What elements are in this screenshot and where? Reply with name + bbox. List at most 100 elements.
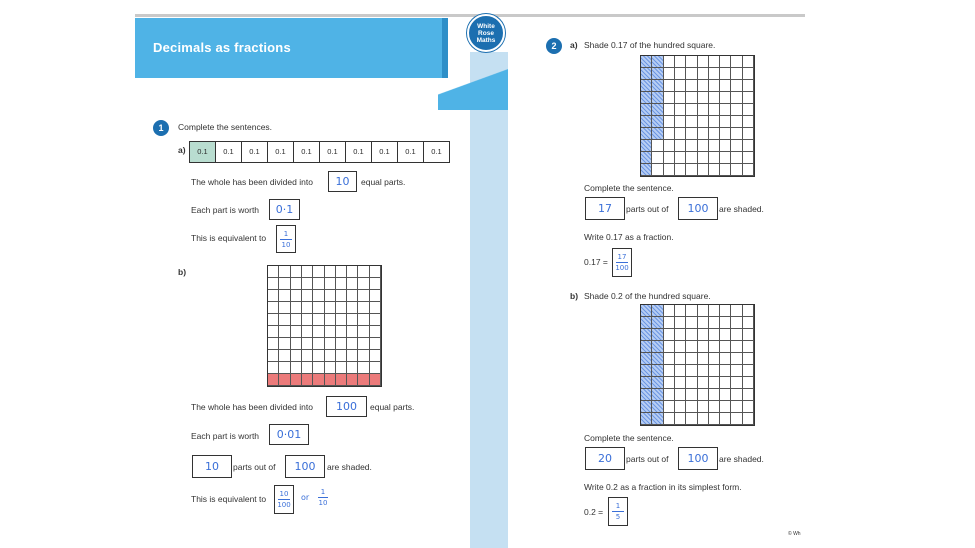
grid-cell[interactable] bbox=[731, 341, 743, 353]
grid-cell[interactable] bbox=[742, 389, 754, 401]
grid-cell[interactable] bbox=[686, 401, 698, 413]
grid-cell[interactable] bbox=[697, 305, 709, 317]
grid-cell[interactable] bbox=[720, 377, 732, 389]
q1a-parts-answer[interactable]: 10 bbox=[328, 171, 357, 192]
grid-cell[interactable] bbox=[686, 377, 698, 389]
grid-cell[interactable] bbox=[663, 68, 675, 80]
grid-cell[interactable] bbox=[641, 56, 653, 68]
grid-cell[interactable] bbox=[697, 413, 709, 425]
grid-cell[interactable] bbox=[720, 353, 732, 365]
grid-cell[interactable] bbox=[697, 80, 709, 92]
grid-cell[interactable] bbox=[731, 92, 743, 104]
grid-cell[interactable] bbox=[686, 104, 698, 116]
grid-cell[interactable] bbox=[663, 353, 675, 365]
grid-cell[interactable] bbox=[686, 68, 698, 80]
grid-cell[interactable] bbox=[731, 56, 743, 68]
grid-cell[interactable] bbox=[674, 128, 687, 140]
grid-cell[interactable] bbox=[652, 329, 664, 341]
grid-cell[interactable] bbox=[742, 305, 754, 317]
q2b-shaded-answer[interactable]: 20 bbox=[585, 447, 625, 470]
grid-cell[interactable] bbox=[663, 92, 675, 104]
grid-cell[interactable] bbox=[663, 152, 675, 164]
grid-cell[interactable] bbox=[674, 341, 687, 353]
q2a-hundred-square[interactable] bbox=[640, 55, 755, 177]
grid-cell[interactable] bbox=[697, 92, 709, 104]
grid-cell[interactable] bbox=[674, 140, 687, 152]
grid-cell[interactable] bbox=[697, 56, 709, 68]
grid-cell[interactable] bbox=[641, 152, 653, 164]
grid-cell[interactable] bbox=[742, 365, 754, 377]
grid-cell[interactable] bbox=[697, 128, 709, 140]
grid-cell[interactable] bbox=[686, 353, 698, 365]
q2b-hundred-square[interactable] bbox=[640, 304, 755, 426]
grid-cell[interactable] bbox=[674, 104, 687, 116]
grid-cell[interactable] bbox=[641, 80, 653, 92]
grid-cell[interactable] bbox=[674, 365, 687, 377]
grid-cell[interactable] bbox=[663, 56, 675, 68]
grid-cell[interactable] bbox=[720, 92, 732, 104]
grid-cell[interactable] bbox=[742, 329, 754, 341]
grid-cell[interactable] bbox=[697, 104, 709, 116]
grid-cell[interactable] bbox=[674, 56, 687, 68]
q2b-total-answer[interactable]: 100 bbox=[678, 447, 718, 470]
grid-cell[interactable] bbox=[641, 128, 653, 140]
grid-cell[interactable] bbox=[720, 140, 732, 152]
grid-cell[interactable] bbox=[641, 377, 653, 389]
grid-cell[interactable] bbox=[686, 92, 698, 104]
grid-cell[interactable] bbox=[663, 164, 675, 176]
grid-cell[interactable] bbox=[641, 329, 653, 341]
grid-cell[interactable] bbox=[652, 341, 664, 353]
grid-cell[interactable] bbox=[641, 353, 653, 365]
grid-cell[interactable] bbox=[742, 341, 754, 353]
grid-cell[interactable] bbox=[708, 365, 721, 377]
grid-cell[interactable] bbox=[652, 68, 664, 80]
grid-cell[interactable] bbox=[663, 389, 675, 401]
grid-cell[interactable] bbox=[708, 353, 721, 365]
grid-cell[interactable] bbox=[697, 353, 709, 365]
grid-cell[interactable] bbox=[652, 317, 664, 329]
grid-cell[interactable] bbox=[652, 116, 664, 128]
grid-cell[interactable] bbox=[686, 413, 698, 425]
grid-cell[interactable] bbox=[697, 341, 709, 353]
grid-cell[interactable] bbox=[697, 329, 709, 341]
grid-cell[interactable] bbox=[731, 329, 743, 341]
grid-cell[interactable] bbox=[731, 104, 743, 116]
grid-cell[interactable] bbox=[674, 317, 687, 329]
grid-cell[interactable] bbox=[663, 341, 675, 353]
grid-cell[interactable] bbox=[720, 365, 732, 377]
grid-cell[interactable] bbox=[663, 128, 675, 140]
grid-cell[interactable] bbox=[697, 377, 709, 389]
grid-cell[interactable] bbox=[742, 140, 754, 152]
grid-cell[interactable] bbox=[652, 365, 664, 377]
grid-cell[interactable] bbox=[708, 305, 721, 317]
grid-cell[interactable] bbox=[731, 140, 743, 152]
grid-cell[interactable] bbox=[731, 128, 743, 140]
grid-cell[interactable] bbox=[731, 305, 743, 317]
grid-cell[interactable] bbox=[731, 317, 743, 329]
grid-cell[interactable] bbox=[742, 401, 754, 413]
grid-cell[interactable] bbox=[663, 80, 675, 92]
grid-cell[interactable] bbox=[686, 317, 698, 329]
grid-cell[interactable] bbox=[686, 140, 698, 152]
grid-cell[interactable] bbox=[742, 68, 754, 80]
grid-cell[interactable] bbox=[686, 389, 698, 401]
grid-cell[interactable] bbox=[708, 377, 721, 389]
grid-cell[interactable] bbox=[674, 305, 687, 317]
grid-cell[interactable] bbox=[708, 401, 721, 413]
grid-cell[interactable] bbox=[731, 68, 743, 80]
grid-cell[interactable] bbox=[641, 401, 653, 413]
grid-cell[interactable] bbox=[663, 140, 675, 152]
grid-cell[interactable] bbox=[720, 152, 732, 164]
grid-cell[interactable] bbox=[720, 341, 732, 353]
grid-cell[interactable] bbox=[697, 68, 709, 80]
grid-cell[interactable] bbox=[674, 80, 687, 92]
grid-cell[interactable] bbox=[708, 104, 721, 116]
grid-cell[interactable] bbox=[742, 353, 754, 365]
grid-cell[interactable] bbox=[731, 377, 743, 389]
q1b-total-answer[interactable]: 100 bbox=[285, 455, 325, 478]
grid-cell[interactable] bbox=[742, 413, 754, 425]
grid-cell[interactable] bbox=[697, 116, 709, 128]
grid-cell[interactable] bbox=[708, 317, 721, 329]
grid-cell[interactable] bbox=[652, 104, 664, 116]
